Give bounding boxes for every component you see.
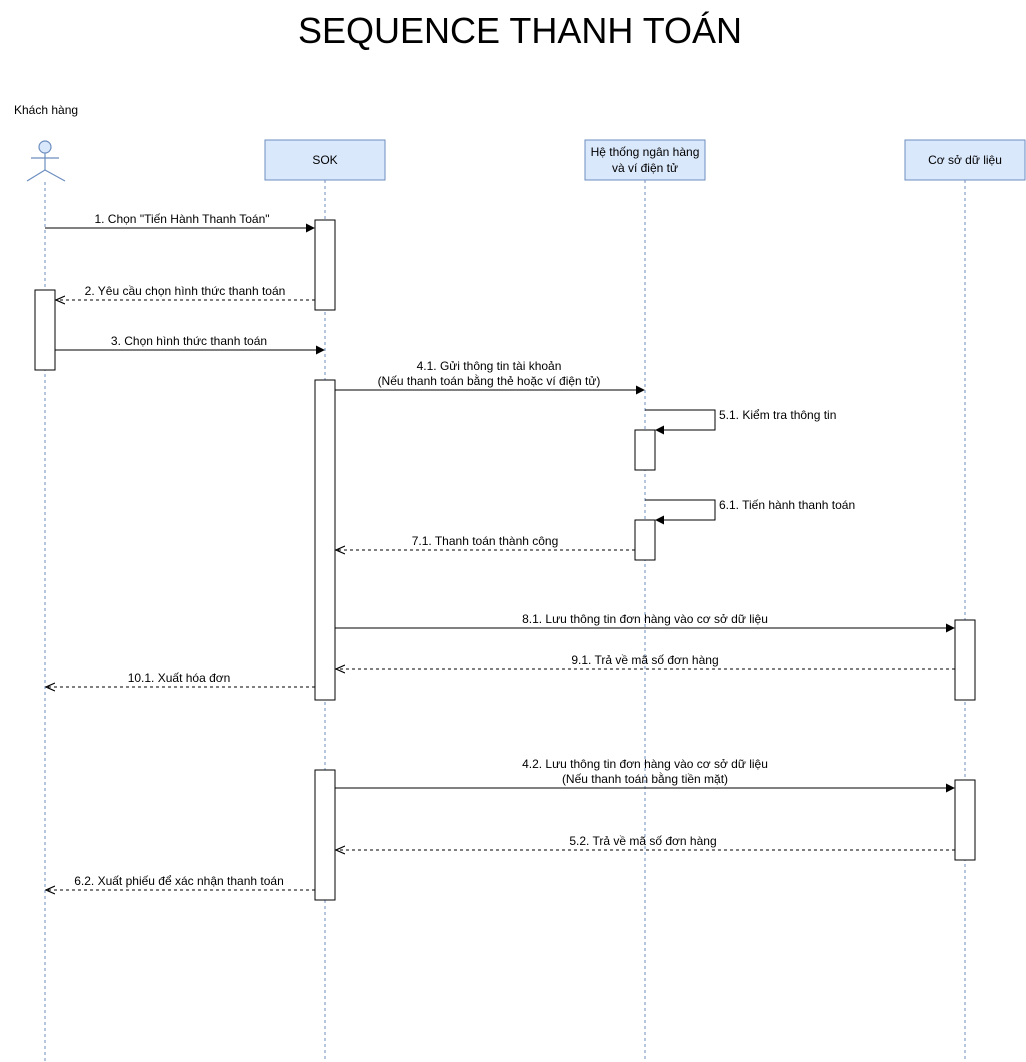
message-4-1: 4.1. Gửi thông tin tài khoản (Nếu thanh … <box>335 359 645 395</box>
message-5-1-label: 5.1. Kiểm tra thông tin <box>719 408 836 422</box>
activation-sok-3 <box>314 769 336 901</box>
message-3: 3. Chọn hình thức thanh toán <box>55 334 325 355</box>
participant-database-label: Cơ sở dữ liệu <box>928 153 1002 167</box>
message-10-1: 10.1. Xuất hóa đơn <box>46 671 315 687</box>
activation-bank-2 <box>634 519 656 561</box>
message-2: 2. Yêu cầu chọn hình thức thanh toán <box>56 284 315 300</box>
message-3-label: 3. Chọn hình thức thanh toán <box>111 334 267 348</box>
activation-database-1 <box>954 619 976 701</box>
message-4-2-label-line2: (Nếu thanh toán bằng tiền mặt) <box>562 771 728 786</box>
message-8-1-label: 8.1. Lưu thông tin đơn hàng vào cơ sở dữ… <box>522 612 768 626</box>
message-5-2: 5.2. Trả về mã số đơn hàng <box>336 834 955 850</box>
message-1: 1. Chọn "Tiến Hành Thanh Toán" <box>45 212 315 233</box>
message-4-1-label-line2: (Nếu thanh toán bằng thẻ hoặc ví điện tử… <box>378 373 601 388</box>
participant-bank: Hệ thống ngân hàng và ví điện tử <box>584 139 706 181</box>
participant-bank-label-line1: Hệ thống ngân hàng <box>591 145 700 159</box>
message-5-2-label: 5.2. Trả về mã số đơn hàng <box>569 834 716 848</box>
message-7-1: 7.1. Thanh toán thành công <box>336 534 635 550</box>
participant-bank-label-line2: và ví điện tử <box>612 161 678 175</box>
activation-customer-1 <box>34 289 56 371</box>
message-5-1: 5.1. Kiểm tra thông tin <box>645 408 836 435</box>
participant-sok: SOK <box>264 139 386 181</box>
participant-database: Cơ sở dữ liệu <box>904 139 1026 181</box>
message-4-1-label-line1: 4.1. Gửi thông tin tài khoản <box>417 359 562 373</box>
message-8-1: 8.1. Lưu thông tin đơn hàng vào cơ sở dữ… <box>335 612 955 633</box>
message-10-1-label: 10.1. Xuất hóa đơn <box>128 671 231 685</box>
message-4-2-label-line1: 4.2. Lưu thông tin đơn hàng vào cơ sở dữ… <box>522 757 768 771</box>
message-1-label: 1. Chọn "Tiến Hành Thanh Toán" <box>94 212 269 226</box>
message-6-2: 6.2. Xuất phiếu để xác nhận thanh toán <box>46 874 315 890</box>
message-2-label: 2. Yêu cầu chọn hình thức thanh toán <box>85 284 286 298</box>
message-6-1-label: 6.1. Tiến hành thanh toán <box>719 498 855 512</box>
message-4-2: 4.2. Lưu thông tin đơn hàng vào cơ sở dữ… <box>335 757 955 793</box>
actor-customer-icon <box>26 140 66 182</box>
message-6-1: 6.1. Tiến hành thanh toán <box>645 498 855 525</box>
message-9-1-label: 9.1. Trả về mã số đơn hàng <box>571 653 718 667</box>
diagram-title: SEQUENCE THANH TOÁN <box>298 10 742 51</box>
activation-database-2 <box>954 779 976 861</box>
activation-sok-2 <box>314 379 336 701</box>
activation-bank-1 <box>634 429 656 471</box>
actor-label-customer: Khách hàng <box>14 103 78 117</box>
message-6-2-label: 6.2. Xuất phiếu để xác nhận thanh toán <box>74 874 284 888</box>
message-9-1: 9.1. Trả về mã số đơn hàng <box>336 653 955 669</box>
participant-sok-label: SOK <box>312 153 337 167</box>
message-7-1-label: 7.1. Thanh toán thành công <box>412 534 559 548</box>
activation-sok-1 <box>314 219 336 311</box>
